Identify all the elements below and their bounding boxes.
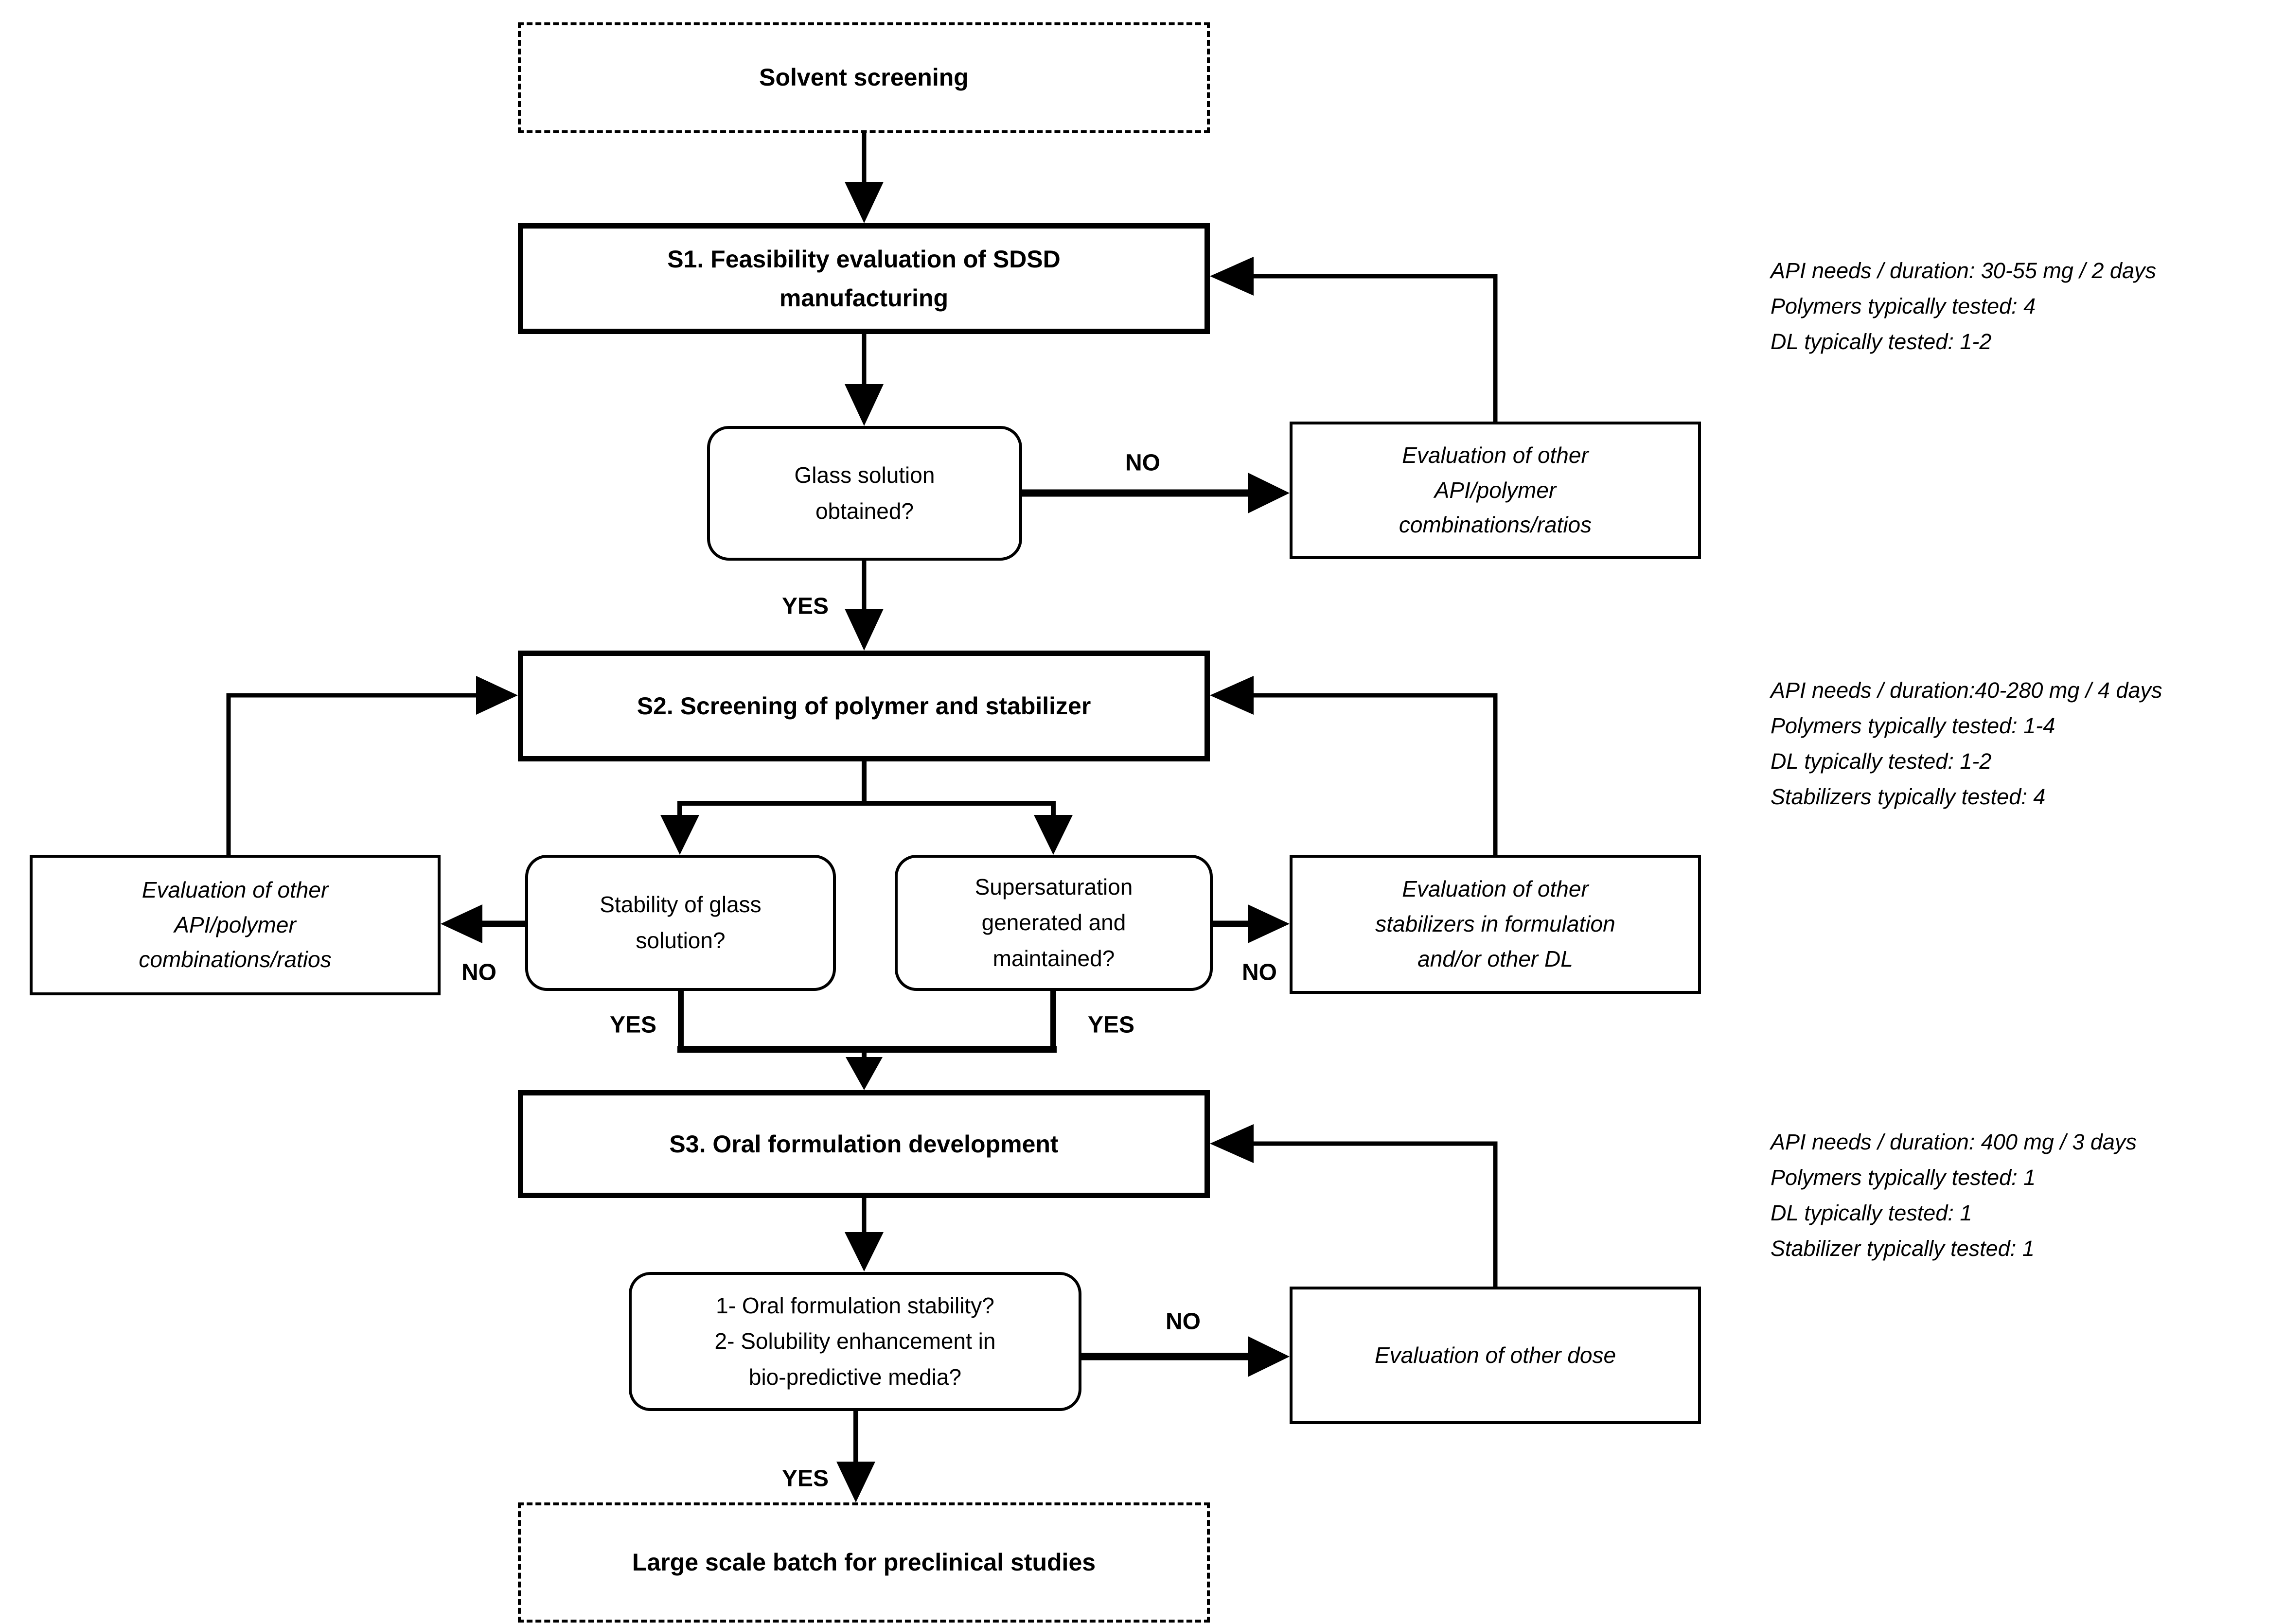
node-supersaturation-question: Supersaturation generated and maintained… xyxy=(895,855,1213,991)
arrow-eval-stab-to-s2 xyxy=(1210,676,1498,855)
node-eval-other-dose: Evaluation of other dose xyxy=(1290,1287,1701,1424)
label-oral-no: NO xyxy=(1166,1308,1201,1335)
node-stability-question: Stability of glass solution? xyxy=(525,855,836,991)
annotation-s3-details: API needs / duration: 400 mg / 3 days Po… xyxy=(1771,1130,2137,1261)
node-large-scale-batch: Large scale batch for preclinical studie… xyxy=(518,1502,1210,1623)
join-questions-yes-to-s3 xyxy=(677,991,1057,1090)
node-s3-oral-formulation: S3. Oral formulation development xyxy=(518,1090,1210,1198)
label-glass-yes: YES xyxy=(781,593,829,619)
node-s1-feasibility: S1. Feasibility evaluation of SDSD manuf… xyxy=(518,223,1210,334)
arrow-solvent-to-s1 xyxy=(845,133,884,223)
arrow-stability-no-to-eval-api-left xyxy=(441,904,525,943)
node-oral-formulation-question: 1- Oral formulation stability? 2- Solubi… xyxy=(629,1272,1081,1411)
arrow-supersat-no-to-eval-stab xyxy=(1213,904,1290,943)
arrow-oral-yes-to-large-scale xyxy=(836,1411,875,1502)
node-eval-api-polymer-top: Evaluation of other API/polymer combinat… xyxy=(1290,422,1701,559)
arrow-eval-dose-to-s3 xyxy=(1210,1124,1498,1287)
node-eval-api-polymer-left: Evaluation of other API/polymer combinat… xyxy=(30,855,441,995)
arrow-s1-to-glass xyxy=(845,334,884,426)
arrow-oral-no-to-eval-dose xyxy=(1081,1336,1290,1377)
node-glass-solution-question: Glass solution obtained? xyxy=(707,426,1022,561)
label-oral-yes: YES xyxy=(781,1465,829,1492)
label-supersat-yes: YES xyxy=(1087,1012,1135,1038)
arrow-eval-api-top-to-s1 xyxy=(1210,257,1498,422)
annotation-s1-details: API needs / duration: 30-55 mg / 2 days … xyxy=(1771,258,2156,354)
annotation-s2-details: API needs / duration:40-280 mg / 4 days … xyxy=(1771,678,2162,809)
split-s2-to-questions xyxy=(660,761,1073,855)
node-solvent-screening: Solvent screening xyxy=(518,22,1210,133)
arrow-glass-no-to-eval-api-top xyxy=(1022,473,1290,513)
label-stability-yes: YES xyxy=(609,1012,657,1038)
arrow-eval-api-left-to-s2 xyxy=(226,676,518,855)
label-glass-no: NO xyxy=(1125,450,1160,476)
arrow-glass-yes-to-s2 xyxy=(845,561,884,651)
node-eval-stabilizers: Evaluation of other stabilizers in formu… xyxy=(1290,855,1701,994)
arrow-s3-to-oral xyxy=(845,1198,884,1271)
label-stability-no: NO xyxy=(461,959,496,986)
label-supersat-no: NO xyxy=(1242,959,1277,986)
node-s2-screening: S2. Screening of polymer and stabilizer xyxy=(518,651,1210,761)
